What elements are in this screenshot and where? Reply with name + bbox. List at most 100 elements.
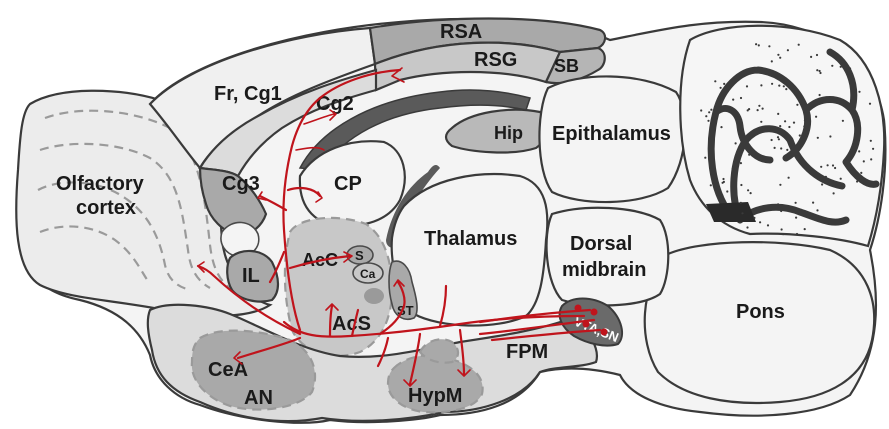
vta-neuron-1: [575, 305, 582, 312]
stipple-dot: [806, 116, 808, 118]
stipple-dot: [777, 113, 779, 115]
stipple-dot: [735, 142, 737, 144]
stipple-dot: [779, 125, 781, 127]
stipple-dot: [748, 154, 750, 156]
stipple-dot: [755, 43, 757, 45]
stipple-dot: [796, 233, 798, 235]
cea-label: CeA: [208, 359, 248, 381]
stipple-dot: [827, 164, 829, 166]
vta-neuron-4: [601, 329, 608, 336]
pons-label: Pons: [736, 301, 785, 323]
stipple-dot: [832, 164, 834, 166]
stipple-dot: [781, 228, 783, 230]
stipple-dot: [795, 217, 797, 219]
stipple-dot: [746, 85, 748, 87]
stipple-dot: [740, 202, 742, 204]
stipple-dot: [783, 85, 785, 87]
stipple-dot: [714, 80, 716, 82]
stipple-dot: [815, 116, 817, 118]
stipple-dot: [732, 168, 734, 170]
stipple-dot: [788, 126, 790, 128]
stipple-dot: [863, 160, 865, 162]
fr-cg1-label: Fr, Cg1: [214, 83, 282, 105]
stipple-dot: [758, 105, 760, 107]
olfactory-label-line2: cortex: [76, 197, 136, 219]
stipple-dot: [839, 218, 841, 220]
acs-label: AcS: [332, 313, 371, 335]
stipple-dot: [795, 202, 797, 204]
stipple-dot: [856, 180, 858, 182]
stipple-dot: [705, 115, 707, 117]
stipple-dot: [786, 149, 788, 151]
stipple-dot: [737, 116, 739, 118]
dorsal-midbrain-label-line2: midbrain: [562, 259, 646, 281]
stipple-dot: [708, 111, 710, 113]
stipple-dot: [777, 203, 779, 205]
stipple-dot: [869, 103, 871, 105]
stipple-dot: [722, 178, 724, 180]
cerebellar-dark-patch: [706, 202, 756, 222]
stipple-dot: [778, 138, 780, 140]
stipple-dot: [767, 224, 769, 226]
stipple-dot: [746, 226, 748, 228]
stipple-dot: [700, 109, 702, 111]
il-label: IL: [242, 265, 260, 287]
stipple-dot: [748, 108, 750, 110]
stipple-dot: [858, 150, 860, 152]
stipple-dot: [762, 108, 764, 110]
stipple-dot: [840, 66, 842, 68]
stipple-dot: [779, 57, 781, 59]
stipple-dot: [825, 176, 827, 178]
an-label: AN: [244, 387, 273, 409]
s-label: S: [355, 248, 364, 263]
fpm-label: FPM: [506, 341, 548, 363]
stipple-dot: [760, 84, 762, 86]
stipple-dot: [816, 209, 818, 211]
stipple-dot: [831, 65, 833, 67]
ca-label: Ca: [360, 267, 376, 281]
stipple-dot: [771, 139, 773, 141]
thalamus-label: Thalamus: [424, 228, 517, 250]
vta-neuron-3: [583, 321, 590, 328]
stipple-dot: [740, 162, 742, 164]
stipple-dot: [707, 120, 709, 122]
stipple-dot: [816, 54, 818, 56]
stipple-dot: [799, 134, 801, 136]
rsa-label: RSA: [440, 21, 482, 43]
stipple-dot: [780, 210, 782, 212]
stipple-dot: [704, 157, 706, 159]
stipple-dot: [849, 67, 851, 69]
stipple-dot: [784, 120, 786, 122]
stipple-dot: [782, 233, 784, 235]
hypm-label: HypM: [408, 385, 462, 407]
stipple-dot: [771, 60, 773, 62]
stipple-dot: [870, 158, 872, 160]
stipple-dot: [833, 192, 835, 194]
cp-label: CP: [334, 173, 362, 195]
stipple-dot: [771, 83, 773, 85]
stipple-dot: [810, 56, 812, 58]
stipple-dot: [803, 125, 805, 127]
stipple-dot: [842, 120, 844, 122]
stipple-dot: [757, 109, 759, 111]
stipple-dot: [819, 70, 821, 72]
stipple-dot: [860, 172, 862, 174]
stipple-dot: [753, 217, 755, 219]
stipple-dot: [779, 184, 781, 186]
stipple-dot: [788, 177, 790, 179]
stipple-dot: [720, 126, 722, 128]
stipple-dot: [819, 72, 821, 74]
stipple-dot: [788, 85, 790, 87]
stipple-dot: [720, 87, 722, 89]
stipple-dot: [710, 109, 712, 111]
stipple-dot: [777, 54, 779, 56]
stipple-dot: [758, 44, 760, 46]
stipple-dot: [759, 221, 761, 223]
stipple-dot: [785, 88, 787, 90]
stipple-dot: [778, 85, 780, 87]
rsg-label: RSG: [474, 49, 517, 71]
hip-label: Hip: [494, 123, 523, 143]
sb-label: SB: [554, 56, 579, 76]
stipple-dot: [723, 83, 725, 85]
